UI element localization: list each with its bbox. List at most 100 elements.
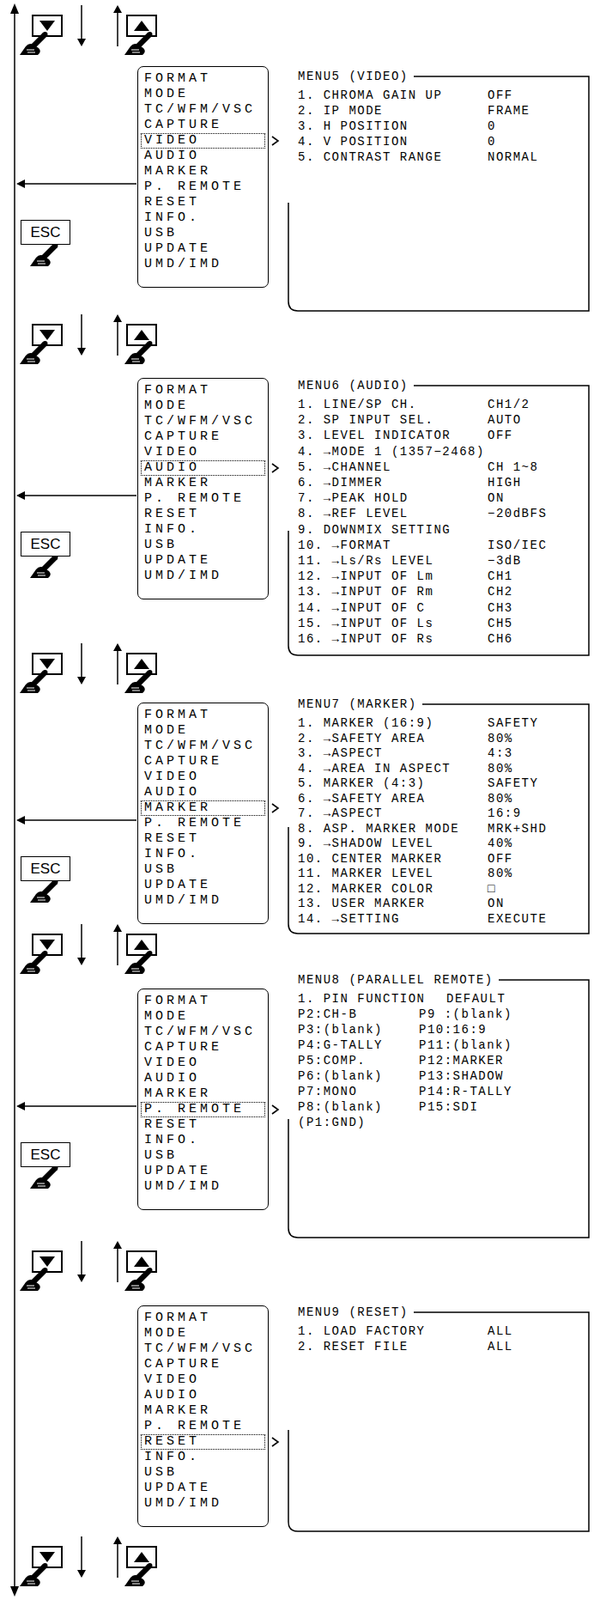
- esc-arrow: [24, 818, 137, 821]
- panel-title: MENU5 (VIDEO): [297, 68, 409, 85]
- menu-item: INFO.: [140, 1132, 266, 1148]
- esc-button: ESC: [20, 531, 71, 557]
- menu-setting: 4. V POSITION: [297, 133, 409, 150]
- menu-panel: MENU5 (VIDEO)1. CHROMA GAIN UPOFF2. IP M…: [287, 68, 590, 312]
- updown-buttons: [19, 642, 157, 693]
- esc-arrow: [24, 494, 137, 497]
- menu-setting: P2:CH-B: [297, 1006, 358, 1022]
- arrowhead: [16, 179, 25, 188]
- menu-item: CAPTURE: [140, 117, 266, 134]
- pointer-chevron: [272, 1104, 279, 1114]
- panel-title: MENU9 (RESET): [297, 1303, 409, 1320]
- menu-item: AUDIO: [140, 1070, 266, 1086]
- menu-item: UPDATE: [140, 241, 266, 257]
- menu-list-box: FORMATMODETC/WFM/VSCCAPTUREVIDEOAUDIOMAR…: [137, 987, 269, 1210]
- menu-setting: 9. →SHADOW LEVEL: [297, 835, 434, 851]
- menu-item: FORMAT: [140, 71, 266, 87]
- menu-setting: CH1: [487, 568, 514, 584]
- menu-setting: −20dBFS: [487, 505, 547, 522]
- panel-border: [288, 76, 589, 311]
- menu-item: UMD/IMD: [140, 568, 266, 584]
- menu-setting: ALL: [487, 1338, 514, 1354]
- menu-setting: 1. LOAD FACTORY: [297, 1322, 426, 1339]
- menu-setting: ISO/IEC: [487, 537, 547, 553]
- menu-setting: P5:COMP.: [297, 1052, 366, 1068]
- menu-item: CAPTURE: [140, 753, 266, 770]
- menu-setting: OFF: [487, 427, 514, 443]
- menu-setting: 8. →REF LEVEL: [297, 505, 409, 522]
- hand-icon: [30, 242, 59, 267]
- menu-item: MODE: [140, 1325, 266, 1341]
- esc-arrow: [24, 182, 137, 185]
- menu-setting: P9 :(blank): [418, 1006, 513, 1022]
- menu-setting: 16:9: [487, 805, 522, 821]
- pointer-chevron: [272, 136, 279, 146]
- menu-setting: P13:SHADOW: [418, 1067, 504, 1084]
- menu-setting: ON: [487, 490, 505, 506]
- menu-item: MARKER: [140, 1085, 266, 1102]
- menu-setting: 0: [487, 118, 497, 134]
- menu-item: MARKER: [140, 163, 266, 180]
- esc-arrow: [24, 1104, 137, 1107]
- menu-item: MARKER: [140, 475, 266, 491]
- menu-panel: MENU9 (RESET)1. LOAD FACTORYALL2. RESET …: [287, 1303, 590, 1532]
- menu-setting: 5. →CHANNEL: [297, 459, 392, 475]
- menu-item: USB: [140, 537, 266, 553]
- menu-item: MODE: [140, 398, 266, 414]
- menu-item: TC/WFM/VSC: [140, 1024, 266, 1040]
- menu-setting: CH1/2: [487, 396, 531, 413]
- menu-item: UPDATE: [140, 877, 266, 893]
- menu-setting: 9. DOWNMIX SETTING: [297, 521, 451, 538]
- menu-setting: 3. →ASPECT: [297, 745, 383, 761]
- menu-setting: 5. MARKER (4:3): [297, 775, 426, 791]
- menu-item: MARKER: [140, 1402, 266, 1419]
- menu-setting: SAFETY: [487, 775, 539, 791]
- menu-setting: CH 1~8: [487, 459, 539, 475]
- menu-setting: 3. H POSITION: [297, 118, 409, 134]
- menu-item: USB: [140, 1464, 266, 1480]
- menu-setting: 4. →AREA IN ASPECT: [297, 760, 451, 776]
- menu-setting: P15:SDI: [418, 1098, 479, 1115]
- menu-item: FORMAT: [140, 993, 266, 1009]
- button-label: ESC: [30, 860, 61, 878]
- panel-title: MENU8 (PARALLEL REMOTE): [297, 971, 494, 988]
- menu-list-box: FORMATMODETC/WFM/VSCCAPTUREVIDEOAUDIOMAR…: [137, 1304, 269, 1527]
- menu-item: CAPTURE: [140, 1039, 266, 1055]
- menu-item: AUDIO: [140, 1387, 266, 1403]
- pointer-chevron: [272, 463, 279, 473]
- menu-item: AUDIO: [140, 784, 266, 800]
- panel-title: MENU6 (AUDIO): [297, 377, 409, 394]
- menu-setting: AUTO: [487, 412, 522, 428]
- menu-item: MODE: [140, 1008, 266, 1025]
- arrowhead: [10, 1585, 19, 1596]
- menu-item: VIDEO: [140, 1371, 266, 1388]
- menu-item: RESET: [140, 1433, 266, 1449]
- menu-item: CAPTURE: [140, 429, 266, 445]
- menu-setting: 10. CENTER MARKER: [297, 850, 443, 867]
- menu-setting: P10:16:9: [418, 1021, 487, 1037]
- menu-item: P. REMOTE: [140, 1101, 266, 1117]
- panel-title: MENU7 (MARKER): [297, 696, 418, 712]
- menu-setting: 2. →SAFETY AREA: [297, 730, 426, 746]
- menu-setting: □: [487, 880, 497, 897]
- menu-setting: FRAME: [487, 103, 531, 119]
- updown-buttons: [19, 1240, 157, 1291]
- menu-item: P. REMOTE: [140, 1418, 266, 1434]
- menu-item: VIDEO: [140, 133, 266, 149]
- button-label: ESC: [30, 224, 61, 242]
- menu-setting: P3:(blank): [297, 1021, 383, 1037]
- menu-setting: DEFAULT: [446, 990, 506, 1007]
- menu-setting: −3dB: [487, 552, 522, 569]
- menu-setting: SAFETY: [487, 715, 539, 731]
- menu-item: USB: [140, 225, 266, 242]
- menu-setting: 13. USER MARKER: [297, 895, 426, 911]
- menu-item: AUDIO: [140, 460, 266, 476]
- updown-buttons: [19, 1535, 157, 1586]
- menu-setting: 7. →PEAK HOLD: [297, 490, 409, 506]
- menu-setting: NORMAL: [487, 149, 539, 165]
- menu-item: TC/WFM/VSC: [140, 102, 266, 118]
- menu-item: TC/WFM/VSC: [140, 738, 266, 754]
- menu-setting: 14. →INPUT OF C: [297, 600, 426, 616]
- menu-item: VIDEO: [140, 769, 266, 785]
- menu-item: UPDATE: [140, 1479, 266, 1496]
